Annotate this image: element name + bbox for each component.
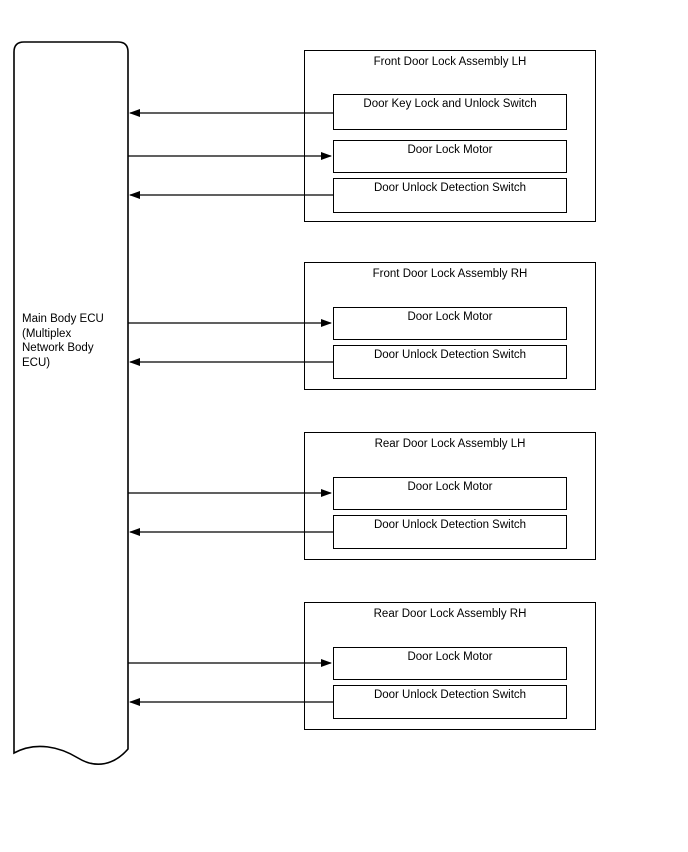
component-door-unlock-detection-switch: Door Unlock Detection Switch [333,178,567,213]
component-door-unlock-detection-switch: Door Unlock Detection Switch [333,345,567,379]
component-door-lock-motor: Door Lock Motor [333,647,567,680]
assembly-title: Rear Door Lock Assembly RH [373,608,527,620]
ecu-label: Main Body ECU (Multiplex Network Body EC… [22,313,104,369]
component-door-lock-motor: Door Lock Motor [333,140,567,173]
component-door-lock-motor: Door Lock Motor [333,477,567,510]
assembly-front-door-lock-lh: Front Door Lock Assembly LH Door Key Loc… [304,50,596,222]
component-door-lock-motor: Door Lock Motor [333,307,567,340]
assembly-title: Front Door Lock Assembly RH [372,268,528,280]
assembly-rear-door-lock-rh: Rear Door Lock Assembly RH Door Lock Mot… [304,602,596,730]
component-door-key-lock-and-unlock-switch: Door Key Lock and Unlock Switch [333,94,567,130]
assembly-title: Front Door Lock Assembly LH [373,56,527,68]
assembly-front-door-lock-rh: Front Door Lock Assembly RH Door Lock Mo… [304,262,596,390]
component-door-unlock-detection-switch: Door Unlock Detection Switch [333,515,567,549]
assembly-title: Rear Door Lock Assembly LH [374,438,526,450]
ecu-box [13,41,129,766]
assembly-rear-door-lock-lh: Rear Door Lock Assembly LH Door Lock Mot… [304,432,596,560]
component-door-unlock-detection-switch: Door Unlock Detection Switch [333,685,567,719]
